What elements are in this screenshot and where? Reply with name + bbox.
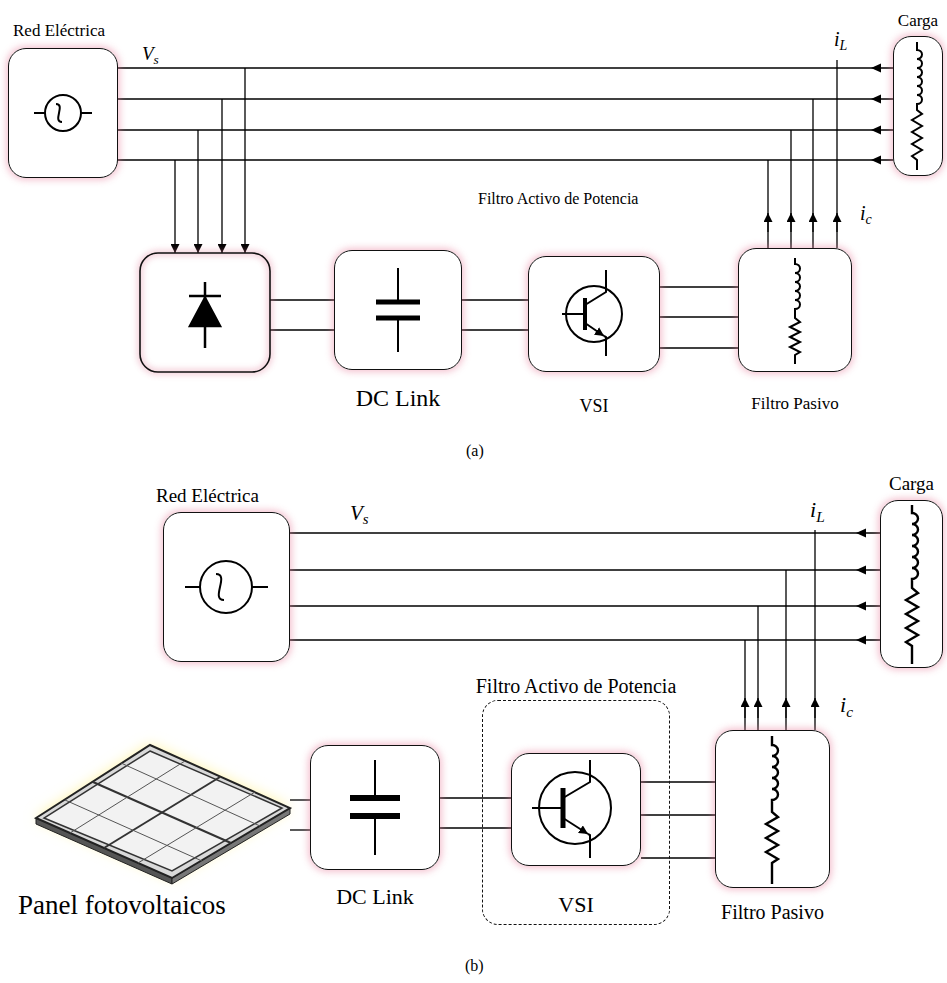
wire-connector [290,529,880,645]
inverter-box: VSI [511,753,641,866]
wire-connector [660,287,738,348]
voltage-label: Vs [142,44,159,68]
load-box: Carga [880,500,943,668]
diode-symbol [189,282,221,348]
wire-connector [290,800,310,830]
voltage-label: Vs [350,502,369,528]
group-label: Filtro Activo de Potencia [478,190,638,208]
wire-connector [641,782,715,858]
node-label: VSI [558,893,593,917]
wire-connector [440,798,511,828]
node-label: Carga [898,12,938,31]
passive-filter-box: Filtro Pasivo [738,248,852,372]
wire-connector [462,300,528,330]
active-filter-group: Filtro Activo de PotenciaVSI [482,700,670,925]
rectifier-box [140,253,270,372]
ac-source-symbol [34,95,268,613]
node-label: VSI [579,397,608,417]
node-label: Panel fotovoltaicos [18,891,226,921]
passive-filter-box: Filtro Pasivo [715,730,830,888]
node-label: Filtro Pasivo [721,901,824,923]
grid-source-box: Red Eléctrica [8,48,118,178]
node-label: Filtro Activo de Potencia [476,675,677,697]
subfigure-caption: (a) [466,442,484,460]
node-label: DC Link [356,385,441,411]
current-label: ic [860,202,872,228]
current-label: ic [840,693,853,721]
subfigure-caption: (b) [465,957,484,975]
node-label: Red Eléctrica [13,22,105,41]
dc-link-box: DC Link [310,745,440,870]
rl-symbol [766,42,922,884]
wire-connector [118,64,893,165]
capacitor-symbol [350,268,420,855]
dc-link-box: DC Link [334,250,462,370]
solar-panel: Panel fotovoltaicos [30,740,290,885]
solar-panel-illustration [36,745,290,884]
current-label: iL [810,498,825,526]
node-label: Filtro Pasivo [751,395,838,414]
node-label: Red Eléctrica [156,486,259,507]
node-label: DC Link [336,885,414,909]
load-box: Carga [893,36,943,176]
node-label: Carga [889,474,934,495]
inverter-box: VSI [528,256,660,372]
grid-source-box: Red Eléctrica [163,512,290,662]
current-label: iL [834,28,847,54]
transistor-symbol [532,270,622,858]
